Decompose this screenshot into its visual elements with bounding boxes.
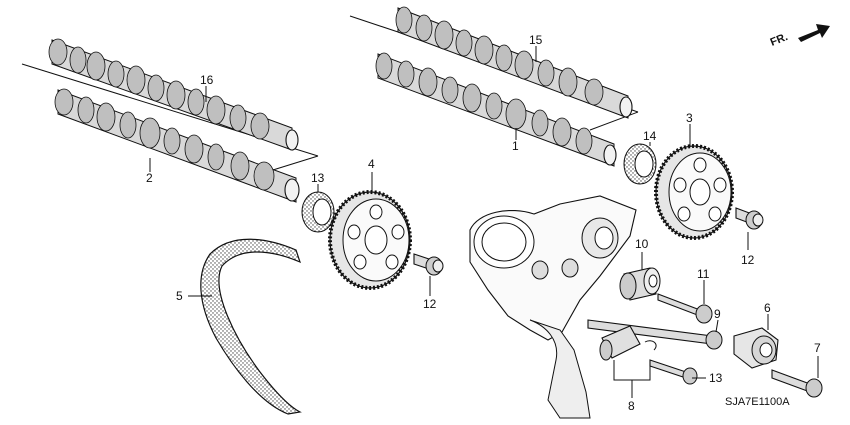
bolt-part-14 — [649, 359, 698, 385]
auto-tensioner-part-8 — [599, 325, 657, 361]
front-direction-label: FR. — [769, 31, 790, 49]
callout-2: 2 — [146, 171, 153, 185]
callout-11: 11 — [697, 267, 710, 281]
seal-part-13-right — [623, 143, 657, 185]
camshaft-pulley-part-4 — [328, 190, 412, 290]
idler-pulley-part-10 — [619, 267, 661, 301]
camshaft-part-16 — [48, 38, 299, 151]
callout-3: 3 — [686, 111, 693, 125]
engine-block-assembly — [469, 195, 637, 419]
callout-1: 1 — [512, 139, 519, 153]
callout-16: 16 — [200, 73, 214, 87]
front-direction-indicator: FR. — [769, 24, 830, 49]
callout-13-right: 14 — [643, 129, 657, 143]
callout-6: 6 — [764, 301, 771, 315]
front-arrow-icon — [798, 24, 830, 42]
callout-14: 13 — [709, 371, 723, 385]
camshaft-pulley-part-3 — [654, 144, 734, 240]
callout-4: 4 — [368, 157, 375, 171]
callout-9: 9 — [714, 307, 721, 321]
tensioner-part-6 — [733, 327, 779, 369]
leader-lines — [149, 46, 819, 398]
callout-labels: 16 2 15 1 3 4 13 14 12 12 5 10 11 9 6 7 … — [146, 33, 821, 413]
camshaft-part-2 — [54, 88, 300, 203]
left-camshaft-group — [21, 38, 319, 203]
bolt-part-11 — [657, 293, 713, 324]
bolt-part-7 — [771, 369, 823, 398]
callout-8: 8 — [628, 399, 635, 413]
bolt-part-12-left — [413, 253, 444, 276]
callout-12-right: 12 — [741, 253, 755, 267]
camshaft-part-15 — [395, 6, 633, 119]
callout-13-left: 13 — [311, 171, 325, 185]
bolt-part-12-right — [735, 207, 764, 230]
callout-10: 10 — [635, 237, 649, 251]
camshaft-part-1 — [375, 52, 617, 167]
callout-12-left: 12 — [423, 297, 437, 311]
bolt-part-9 — [587, 319, 723, 350]
seal-part-13-left — [301, 191, 335, 233]
callout-7: 7 — [814, 341, 821, 355]
timing-belt-part-5 — [200, 238, 302, 415]
callout-15: 15 — [529, 33, 543, 47]
diagram-code: SJA7E1100A — [725, 396, 790, 408]
right-camshaft-group — [349, 6, 639, 167]
callout-5: 5 — [176, 289, 183, 303]
